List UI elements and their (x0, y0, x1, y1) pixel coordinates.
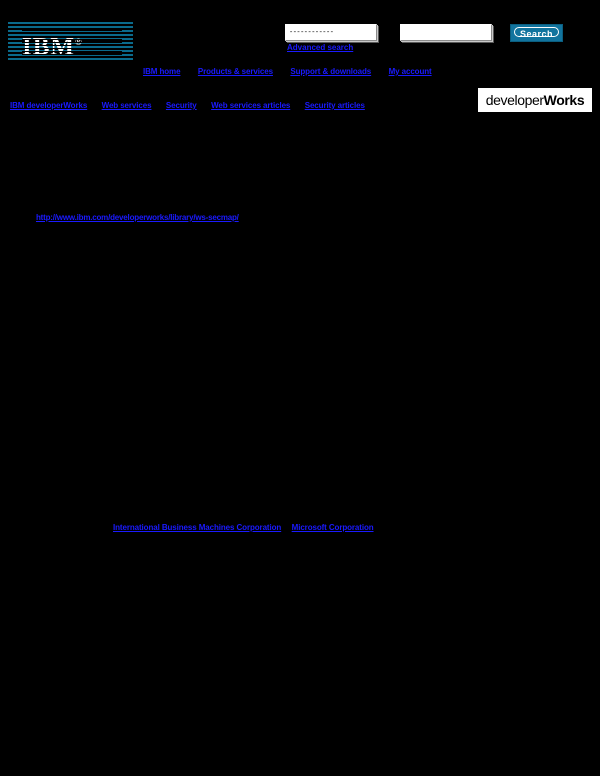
advanced-search-link[interactable]: Advanced search (287, 43, 354, 52)
top-navigation: IBM home Products & services Support & d… (143, 61, 483, 76)
breadcrumb-item-web-services[interactable]: Web services (101, 101, 152, 110)
developerworks-logo-suffix: Works (543, 92, 585, 108)
breadcrumb: IBM developerWorks Web services Security… (10, 95, 460, 110)
developerworks-logo[interactable]: developerWorks (478, 88, 592, 112)
nav-item-products-services[interactable]: Products & services (197, 67, 273, 76)
search-button[interactable]: Search (510, 24, 563, 42)
article-url-link[interactable]: http://www.ibm.com/developerworks/librar… (36, 213, 239, 222)
nav-item-support-downloads[interactable]: Support & downloads (290, 67, 372, 76)
footer-links: International Business Machines Corporat… (113, 517, 380, 532)
breadcrumb-item-security[interactable]: Security (165, 101, 197, 110)
search-input[interactable] (400, 24, 492, 41)
nav-item-ibm-home[interactable]: IBM home (143, 67, 181, 76)
search-scope-select[interactable]: ------------ (285, 24, 377, 41)
ibm-logo[interactable]: IBM® (8, 22, 133, 62)
footer-link-microsoft-corporation[interactable]: Microsoft Corporation (291, 523, 374, 532)
breadcrumb-item-developerworks[interactable]: IBM developerWorks (10, 101, 88, 110)
breadcrumb-item-web-services-articles[interactable]: Web services articles (211, 101, 291, 110)
nav-item-my-account[interactable]: My account (388, 67, 432, 76)
ibm-logo-wordmark: IBM (22, 33, 75, 61)
registered-mark-icon: ® (75, 37, 83, 47)
breadcrumb-item-security-articles[interactable]: Security articles (304, 101, 365, 110)
search-button-label: Search (519, 29, 554, 39)
search-area: ------------ Search Advanced search (285, 24, 595, 60)
footer-link-ibm-corporation[interactable]: International Business Machines Corporat… (113, 523, 282, 532)
search-button-outline (514, 27, 559, 37)
ibm-logo-letters: IBM® (22, 28, 122, 60)
developerworks-logo-prefix: developer (485, 92, 544, 108)
